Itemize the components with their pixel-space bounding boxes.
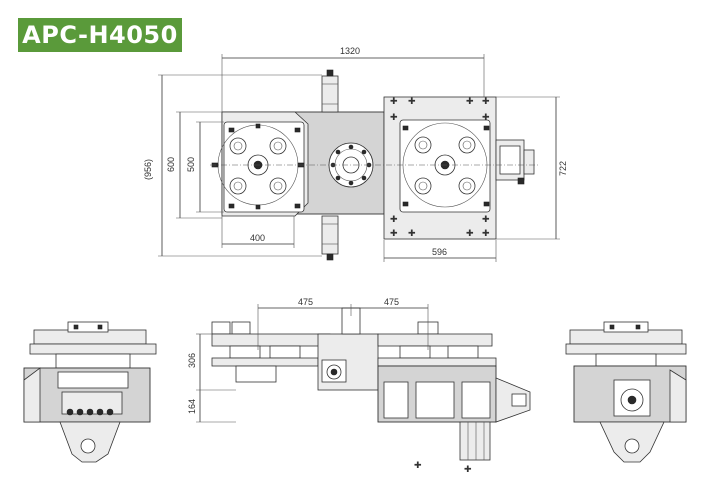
svg-text:✚: ✚ [482, 96, 490, 106]
right-motor [495, 139, 535, 185]
model-title: APC-H4050 [22, 21, 178, 49]
right-pallet [399, 119, 491, 213]
left-side-view [23, 321, 157, 463]
svg-text:✚: ✚ [390, 214, 398, 224]
dim-306: 306 [187, 353, 197, 368]
svg-text:✚: ✚ [482, 228, 490, 238]
dim-956: (956) [143, 159, 153, 180]
dim-475-left: 475 [298, 297, 313, 307]
right-side-view [565, 321, 687, 463]
dim-164: 164 [187, 399, 197, 414]
top-cylinder [321, 69, 339, 113]
svg-text:✚: ✚ [482, 112, 490, 122]
svg-text:✚: ✚ [466, 228, 474, 238]
left-pallet [211, 121, 305, 213]
dim-400: 400 [250, 233, 265, 243]
top-view-dimensions: 1320 (956) 600 500 400 596 722 [143, 46, 568, 262]
dim-1320: 1320 [340, 46, 360, 56]
svg-text:✚: ✚ [408, 228, 416, 238]
dim-722: 722 [558, 161, 568, 176]
bottom-cylinder [321, 215, 339, 261]
model-title-badge: APC-H4050 [18, 18, 182, 52]
svg-text:✚: ✚ [408, 96, 416, 106]
svg-text:✚: ✚ [390, 228, 398, 238]
svg-text:✚: ✚ [390, 96, 398, 106]
svg-text:✚: ✚ [482, 214, 490, 224]
top-view: ✚ ✚ ✚ ✚ ✚ ✚ ✚ ✚ ✚ ✚ ✚ ✚ 1320 (956) [143, 46, 568, 262]
dim-475-right: 475 [384, 297, 399, 307]
dim-600: 600 [166, 157, 176, 172]
dim-596: 596 [432, 247, 447, 257]
dim-500: 500 [186, 157, 196, 172]
svg-text:✚: ✚ [390, 112, 398, 122]
svg-text:✚: ✚ [464, 464, 472, 474]
svg-text:✚: ✚ [466, 96, 474, 106]
svg-text:✚: ✚ [414, 460, 422, 470]
front-view: ✚ ✚ 475 475 306 164 [187, 297, 531, 474]
right-station-bolts: ✚ ✚ ✚ ✚ ✚ ✚ ✚ ✚ ✚ ✚ ✚ ✚ [390, 96, 490, 238]
